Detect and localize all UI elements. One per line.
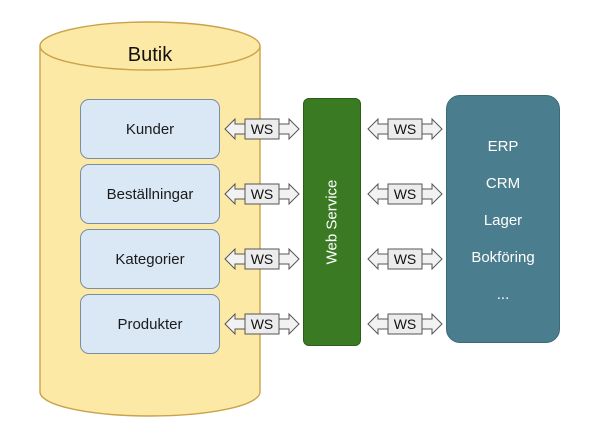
ws-connector-right: WS — [367, 183, 443, 205]
double-arrow-icon — [367, 183, 443, 205]
web-service-bar: Web Service — [303, 98, 361, 346]
ws-connector-left: WS — [224, 248, 300, 270]
ws-connector-right: WS — [367, 248, 443, 270]
system-more: ... — [496, 286, 510, 303]
module-kunder: Kunder — [80, 99, 220, 159]
store-title: Butik — [127, 44, 173, 66]
ws-connector-left: WS — [224, 313, 300, 335]
ws-connector-right: WS — [367, 118, 443, 140]
double-arrow-icon — [367, 313, 443, 335]
ws-connector-left: WS — [224, 118, 300, 140]
system-lager: Lager — [483, 212, 523, 229]
double-arrow-icon — [367, 248, 443, 270]
double-arrow-icon — [224, 183, 300, 205]
ws-label: WS — [250, 251, 274, 267]
double-arrow-icon — [224, 118, 300, 140]
web-service-label: Web Service — [323, 179, 341, 265]
ws-label: WS — [393, 316, 417, 332]
system-bokforing: Bokföring — [471, 249, 535, 266]
ws-connector-left: WS — [224, 183, 300, 205]
double-arrow-icon — [224, 248, 300, 270]
ws-label: WS — [393, 121, 417, 137]
ws-label: WS — [250, 316, 274, 332]
ws-label: WS — [393, 186, 417, 202]
double-arrow-icon — [367, 118, 443, 140]
ws-connector-right: WS — [367, 313, 443, 335]
double-arrow-icon — [224, 313, 300, 335]
module-produkter: Produkter — [80, 294, 220, 354]
system-erp: ERP — [487, 138, 519, 155]
ws-label: WS — [250, 121, 274, 137]
module-bestallningar: Beställningar — [80, 164, 220, 224]
module-kategorier: Kategorier — [80, 229, 220, 289]
cylinder-top — [39, 21, 261, 71]
system-crm: CRM — [485, 175, 521, 192]
ws-label: WS — [393, 251, 417, 267]
ws-label: WS — [250, 186, 274, 202]
external-systems-box: ERP CRM Lager Bokföring ... — [446, 95, 560, 343]
